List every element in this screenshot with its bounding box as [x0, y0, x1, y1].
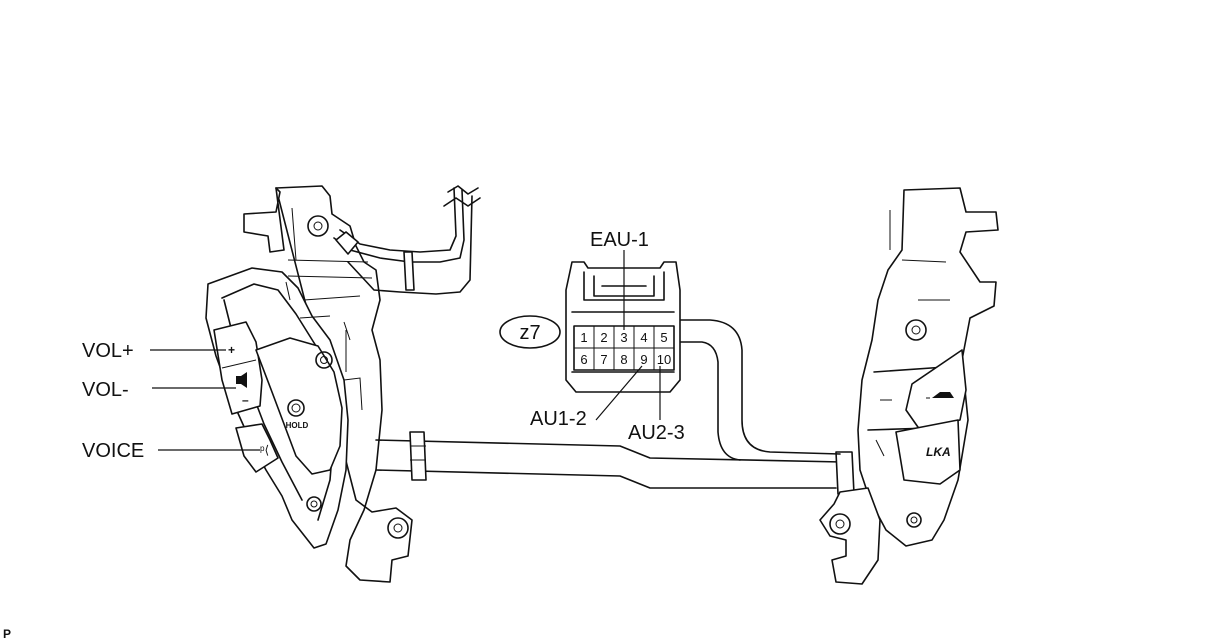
hold-button-label: HOLD	[286, 421, 309, 430]
pin-7: 7	[600, 352, 607, 367]
right-steering-pad-switch: LKA	[819, 187, 999, 585]
cruise-control-icon	[932, 392, 954, 398]
voice-callout: VOICE	[82, 440, 144, 462]
pin-1: 1	[580, 330, 587, 345]
vol-plus-symbol: +	[228, 343, 235, 357]
left-steering-pad-switch: HOLD + – ᵖ⟨	[205, 185, 481, 583]
au23-callout: AU2-3	[628, 422, 685, 444]
voice-icon: ᵖ⟨	[260, 443, 269, 457]
pin-3: 3	[620, 330, 627, 345]
au12-callout: AU1-2	[530, 408, 587, 430]
eau1-callout: EAU-1	[590, 229, 649, 251]
vol-minus-callout: VOL-	[82, 379, 129, 401]
spiral-cable-harness	[375, 319, 855, 495]
pin-4: 4	[640, 330, 647, 345]
connector-pins: 1 2 3 4 5 6 7 8 9 10	[580, 330, 671, 367]
pin-10: 10	[657, 352, 671, 367]
corner-mark: P	[3, 627, 11, 641]
speaker-icon	[236, 376, 241, 384]
pin-6: 6	[580, 352, 587, 367]
connector-z7: 1 2 3 4 5 6 7 8 9 10 z7	[499, 261, 681, 393]
vol-plus-callout: VOL+	[82, 340, 134, 362]
pin-5: 5	[660, 330, 667, 345]
connector-code-label: z7	[519, 322, 540, 344]
pin-8: 8	[620, 352, 627, 367]
vol-minus-symbol: –	[242, 393, 249, 407]
connector-code-ellipse	[499, 315, 561, 349]
pin-2: 2	[600, 330, 607, 345]
lka-button-label: LKA	[926, 445, 951, 459]
pin-9: 9	[640, 352, 647, 367]
callout-leaders	[150, 250, 661, 451]
